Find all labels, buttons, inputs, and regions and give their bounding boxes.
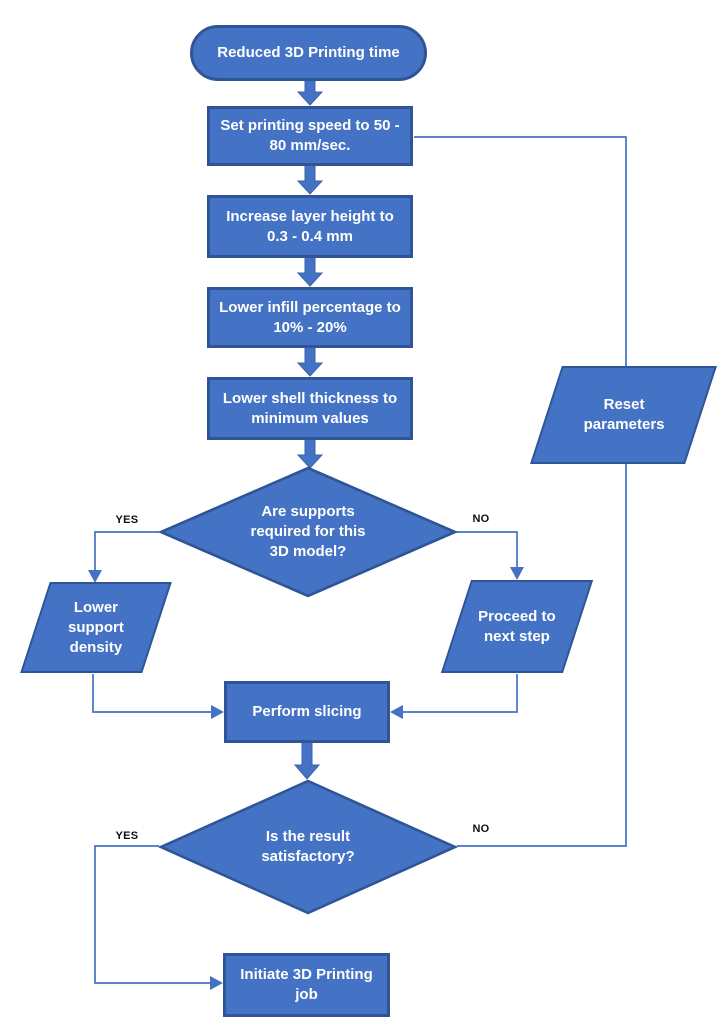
- node-set-printing-speed-label: Set printing speed to 50 - 80 mm/sec.: [220, 117, 400, 154]
- node-increase-layer-height: Increase layer height to 0.3 - 0.4 mm: [207, 195, 413, 258]
- block-arrow-infill-to-shell: [296, 346, 324, 377]
- edge-label-result-no: NO: [472, 823, 490, 835]
- block-arrow-shell-to-decision: [296, 438, 324, 469]
- block-arrow-slicing-to-decision: [293, 741, 321, 780]
- block-arrow-speed-to-layer: [296, 164, 324, 195]
- node-result-decision: Is the result satisfactory?: [158, 779, 458, 915]
- node-lower-shell-thickness-label: Lower shell thickness to minimum values: [222, 389, 398, 427]
- node-set-printing-speed: Set printing speed to 50 - 80 mm/sec.: [207, 106, 413, 166]
- node-lower-shell-thickness: Lower shell thickness to minimum values: [207, 377, 413, 440]
- node-proceed-next-step-label: Proceed to next step: [478, 607, 556, 645]
- arrowhead-result-yes: [210, 976, 223, 990]
- node-reset-parameters-label: Reset parameters: [583, 396, 664, 433]
- edge-no-feedback-line: [414, 136, 627, 847]
- edge-label-result-yes: YES: [115, 830, 139, 842]
- edge-label-supports-no: NO: [472, 513, 490, 525]
- result-decision-diamond-shape: [158, 779, 458, 915]
- node-lower-support-density-label: Lower support density: [68, 598, 124, 656]
- node-result-decision-label: Is the result satisfactory?: [261, 828, 355, 865]
- arrowhead-proceed-to-slicing: [390, 705, 403, 719]
- node-lower-infill-label: Lower infill percentage to 10% - 20%: [219, 298, 401, 336]
- edge-support-to-slicing-line: [92, 674, 212, 713]
- edge-result-yes-line: [94, 845, 211, 984]
- arrowhead-support-to-slicing: [211, 705, 224, 719]
- node-perform-slicing: Perform slicing: [224, 681, 390, 743]
- block-arrow-start-to-speed: [296, 78, 324, 106]
- node-start-terminator: Reduced 3D Printing time: [190, 25, 427, 81]
- edge-supports-yes-line: [94, 531, 159, 571]
- arrowhead-supports-yes: [88, 570, 102, 583]
- edge-label-supports-yes: YES: [115, 514, 139, 526]
- arrowhead-supports-no: [510, 567, 524, 580]
- block-arrow-layer-to-infill: [296, 256, 324, 287]
- node-lower-infill: Lower infill percentage to 10% - 20%: [207, 287, 413, 348]
- node-start-label: Reduced 3D Printing time: [217, 44, 400, 62]
- edge-proceed-to-slicing-line: [402, 674, 518, 713]
- node-initiate-printing-job: Initiate 3D Printing job: [223, 953, 390, 1017]
- node-supports-decision: Are supports required for this 3D model?: [158, 466, 458, 598]
- node-perform-slicing-label: Perform slicing: [252, 703, 362, 721]
- supports-decision-diamond-shape: [158, 466, 458, 598]
- node-increase-layer-height-label: Increase layer height to 0.3 - 0.4 mm: [226, 207, 394, 245]
- edge-supports-no-line: [456, 531, 518, 568]
- node-reset-parameters: Reset parameters: [530, 366, 717, 464]
- node-supports-decision-label: Are supports required for this 3D model?: [250, 503, 366, 560]
- node-initiate-printing-job-label: Initiate 3D Printing job: [240, 966, 373, 1003]
